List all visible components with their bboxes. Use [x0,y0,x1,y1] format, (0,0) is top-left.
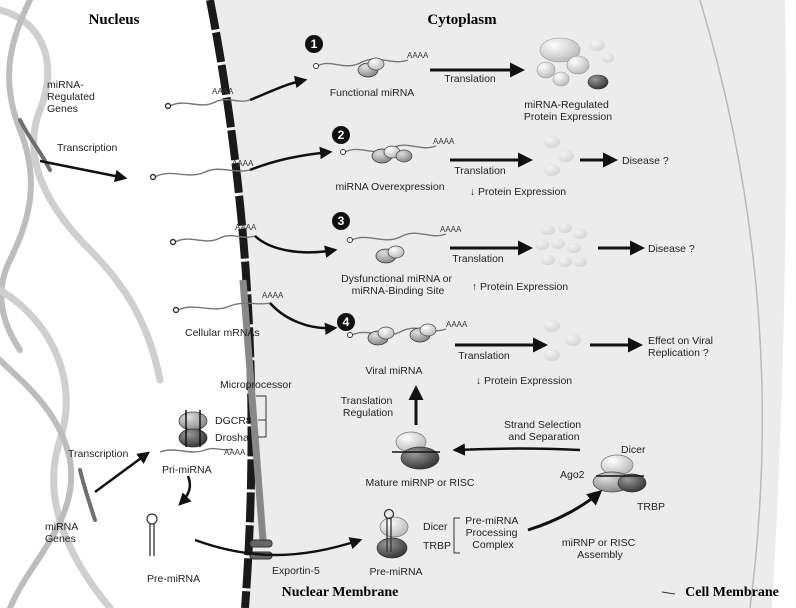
cellular-mrnas-label: Cellular mRNAs [185,327,260,339]
step-number-2: 2 [332,126,350,144]
pri-mirna-poly-a: AAAA [224,448,246,457]
pri-mirna-strand [159,447,233,453]
svg-text:AAAA: AAAA [262,291,284,300]
strand-selection-arrow [452,443,581,456]
svg-text:4: 4 [343,315,350,329]
svg-text:3: 3 [338,214,345,228]
row1-mrna-complex: AAAA [313,51,429,78]
svg-text:AAAA: AAAA [433,137,455,146]
row3-protein-cluster [535,223,587,267]
nuclear-mrnas [149,99,271,314]
trbp-label-low: TRBP [423,540,451,552]
mature-mirnp-complex [392,431,440,470]
row4-result: ↓ Protein Expression [476,375,572,387]
pre-mirna-processing-label: Pre-miRNA Processing Complex [465,515,520,551]
row4-translation-label: Translation [458,350,510,362]
processing-bracket [453,517,460,554]
step-number-4: 4 [337,313,355,331]
row3-caption: Dysfunctional miRNA or miRNA-Binding Sit… [341,273,455,297]
step-number-3: 3 [332,212,350,230]
ago2-label: Ago2 [560,469,585,481]
row3-outcome: Disease ? [648,243,695,255]
row4-protein-cluster [544,320,581,361]
cytoplasm-header: Cytoplasm [427,12,497,28]
step-number-1: 1 [305,35,323,53]
trbp-label-right: TRBP [637,501,665,513]
dna-helix-top [0,0,164,384]
microprocessor-bracket [256,395,267,438]
svg-text:AAAA: AAAA [235,223,257,232]
row2-outcome: Disease ? [622,155,669,167]
row1-protein-cluster [536,37,614,90]
pre-mirna-hairpin-nucleus [146,513,158,556]
exportin5-label: Exportin-5 [272,565,320,577]
nucleus-arrows [39,159,363,557]
translation-arrows [430,62,548,353]
pre-mirna-processing-complex [376,508,409,559]
svg-text:AAAA: AAAA [446,320,468,329]
mirna-regulated-genes-label: miRNA- Regulated Genes [47,79,98,115]
transcription-label-top: Transcription [57,142,117,154]
svg-text:1: 1 [311,37,318,51]
microprocessor-complex [178,410,208,448]
row4-caption: Viral miRNA [366,365,423,377]
outcome-arrows [580,152,645,353]
export-arrows [249,75,338,336]
microprocessor-label: Microprocessor [220,379,292,391]
mature-mirnp-label: Mature miRNP or RISC [366,477,475,489]
pre-mirna-label-cytoplasm: Pre-miRNA [369,566,422,578]
nucleus-header: Nucleus [89,12,140,28]
row1-translation-label: Translation [444,73,496,85]
transcription-label-bottom: Transcription [68,448,128,460]
cytoplasm-region [210,0,787,608]
dna-helix-bottom [0,286,114,608]
row2-result: ↓ Protein Expression [470,186,566,198]
row3-result: ↑ Protein Expression [472,281,568,293]
row4-outcome-line: Effect on Viral [648,335,713,347]
svg-text:AAAA: AAAA [407,51,429,60]
row1-result: miRNA-Regulated Protein Expression [524,99,612,123]
strand-selection-label: Strand Selection and Separation [504,419,584,443]
svg-text:AAAA: AAAA [232,159,254,168]
nuclear-membrane-pore [239,279,267,541]
translation-regulation-label: Translation Regulation [341,395,395,419]
drosha-label: Drosha [215,432,249,444]
pri-mirna-label: Pri-miRNA [162,464,212,476]
row2-mrna-complex: AAAA [340,137,455,164]
pre-mirna-label-nucleus: Pre-miRNA [147,573,200,585]
svg-text:2: 2 [338,128,345,142]
assembly-arrow [527,490,603,532]
row3-translation-label: Translation [452,253,504,265]
dgcr8-label: DGCR8 [215,415,252,427]
cell-membrane-label: Cell Membrane [685,585,779,600]
row1-caption: Functional miRNA [330,87,415,99]
cell-membrane [699,0,764,608]
row2-caption: miRNA Overexpression [335,181,444,193]
svg-text:AAAA: AAAA [212,87,234,96]
row2-translation-label: Translation [454,165,506,177]
dicer-ago2-trbp-complex [592,454,647,493]
poly-a-tails-nucleus: AAAA AAAA AAAA AAAA [212,87,284,300]
mirnp-assembly-label: miRNP or RISC Assembly [562,537,638,561]
dicer-label-low: Dicer [423,521,448,533]
svg-text:AAAA: AAAA [440,225,462,234]
row4-outcome-line: Replication ? [648,347,709,359]
row4-mrna-complex: AAAA [347,320,468,346]
cell-membrane-pointer [661,591,676,595]
row2-protein-cluster [544,136,574,176]
mirna-genes-label: miRNA Genes [45,521,81,545]
nuclear-membrane-label: Nuclear Membrane [282,585,399,600]
row3-mrna-complex: AAAA [347,225,462,264]
dicer-label-right: Dicer [621,444,646,456]
